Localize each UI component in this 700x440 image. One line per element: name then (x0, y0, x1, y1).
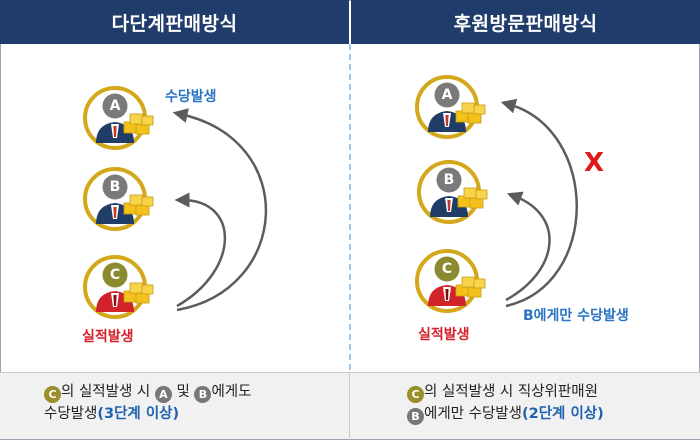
footer-separator (349, 372, 350, 438)
left-person-c-letter: C (110, 267, 120, 283)
left-label-top: 수당발생 (165, 89, 217, 105)
center-divider (349, 44, 351, 370)
right-label-bottom: 실적발생 (418, 327, 470, 343)
badge-c: C (44, 386, 61, 403)
left-person-a: A (83, 86, 154, 150)
arrow-icon (172, 108, 268, 312)
left-header: 다단계판매방식 (0, 0, 349, 44)
left-footer-emph: (3단계 이상) (97, 406, 180, 422)
right-header: 후원방문판매방식 (351, 0, 700, 44)
right-label-b: B에게만 수당발생 (523, 308, 629, 324)
right-person-a: A (415, 75, 486, 139)
left-person-c: C (83, 255, 154, 319)
right-person-b-letter: B (444, 172, 455, 188)
badge-b: B (194, 386, 212, 403)
left-footer (0, 372, 349, 439)
badge-b: B (407, 408, 424, 425)
right-person-c: C (415, 249, 486, 313)
left-title: 다단계판매방식 (111, 12, 238, 35)
diagram-art: A B C A B C X (83, 75, 604, 319)
badge-a: A (154, 386, 172, 403)
arrow-icon (500, 98, 578, 308)
cross-icon: X (584, 148, 604, 178)
right-person-c-letter: C (442, 261, 452, 277)
badge-c: C (407, 386, 424, 403)
left-person-a-letter: A (110, 98, 121, 114)
arrow-icon (505, 191, 551, 302)
right-title: 후원방문판매방식 (453, 12, 598, 35)
right-footer-emph: (2단계 이상) (522, 406, 604, 422)
left-person-b: B (83, 167, 154, 231)
left-label-bottom: 실적발생 (82, 329, 134, 345)
left-person-b-letter: B (110, 179, 121, 195)
arrow-icon (174, 192, 227, 308)
right-footer (350, 372, 700, 439)
right-person-b: B (417, 160, 488, 224)
right-person-a-letter: A (442, 87, 453, 103)
